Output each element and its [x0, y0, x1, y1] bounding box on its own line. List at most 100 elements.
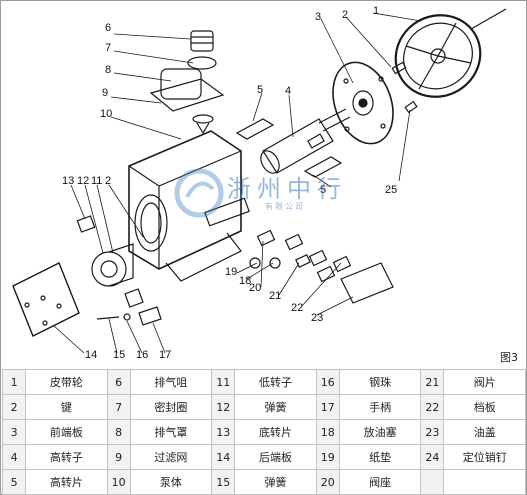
part-number-cell: 8	[106, 419, 131, 445]
part-name-cell: 底转片	[234, 419, 317, 445]
part-number-cell	[420, 469, 445, 495]
part-name-cell: 阀座	[338, 469, 422, 495]
leader-lines	[52, 12, 422, 354]
callout-10: 10	[100, 108, 112, 120]
part-number: 24	[425, 450, 440, 464]
exploded-view-svg: 1 2 3 4 5 6 7 8 9 10 11 12 13 2 14 15 16…	[12, 5, 507, 361]
part-name-cell: 纸垫	[338, 444, 422, 470]
callout-numbers: 1 2 3 4 5 6 7 8 9 10 11 12 13 2 14 15 16…	[62, 5, 397, 361]
part-name-cell	[443, 469, 526, 495]
callout-2: 2	[342, 9, 348, 21]
watermark-brand: 浙州中行	[227, 175, 347, 203]
part-name-cell: 键	[25, 394, 108, 420]
callout-20: 20	[249, 282, 261, 294]
part-number-cell: 4	[1, 444, 27, 470]
part-name: 定位销钉	[462, 451, 507, 464]
watermark: 浙州中行 有限公司	[173, 167, 363, 219]
valve-parts-drawing	[249, 229, 394, 304]
part-number-cell: 2	[1, 394, 27, 420]
part-number-cell: 17	[315, 394, 340, 420]
part-name: 高转子	[49, 451, 83, 464]
part-number-cell: 3	[1, 419, 27, 445]
high-rotor-drawing	[260, 108, 351, 174]
callout-18: 18	[239, 275, 251, 287]
part-name-cell: 油盖	[443, 419, 526, 445]
part-name: 油盖	[473, 426, 496, 439]
callout-14: 14	[85, 349, 97, 361]
part-number-cell: 9	[106, 444, 131, 470]
part-number: 3	[10, 425, 18, 439]
part-name-cell: 皮带轮	[25, 369, 108, 395]
part-number: 21	[425, 375, 440, 389]
part-number: 22	[425, 400, 440, 414]
part-name-cell: 钢珠	[338, 369, 422, 395]
callout-11: 11	[91, 175, 102, 187]
callout-22: 22	[291, 302, 303, 314]
part-number: 7	[115, 400, 123, 414]
callout-5: 5	[257, 84, 263, 96]
part-number-cell: 22	[420, 394, 445, 420]
part-number: 2	[10, 400, 18, 414]
part-number-cell: 15	[211, 469, 236, 495]
callout-8: 8	[105, 64, 111, 76]
part-number: 6	[115, 375, 123, 389]
part-number: 15	[216, 475, 231, 489]
low-rotor-drawing	[76, 215, 134, 287]
part-name-cell: 高转片	[25, 469, 108, 495]
part-name-cell: 前端板	[25, 419, 108, 445]
part-number-cell: 19	[315, 444, 340, 470]
part-number-cell: 20	[315, 469, 340, 495]
part-number-cell: 18	[315, 419, 340, 445]
callout-4: 4	[285, 85, 291, 97]
part-number-cell: 10	[106, 469, 131, 495]
part-name-cell: 档板	[443, 394, 526, 420]
part-name-cell: 泵体	[129, 469, 213, 495]
part-name: 弹簧	[264, 401, 287, 414]
callout-16: 16	[136, 349, 148, 361]
part-name-cell: 定位销钉	[443, 444, 526, 470]
part-number: 16	[320, 375, 335, 389]
watermark-logo-icon	[174, 168, 224, 218]
part-number-cell: 16	[315, 369, 340, 395]
part-name: 键	[60, 401, 72, 414]
part-number: 20	[320, 475, 335, 489]
part-name: 档板	[473, 401, 496, 414]
part-name-cell: 阀片	[443, 369, 526, 395]
part-number-cell: 13	[211, 419, 236, 445]
front-end-plate-drawing	[332, 61, 394, 145]
part-number: 23	[425, 425, 440, 439]
watermark-sub: 有限公司	[265, 202, 305, 211]
part-name-cell: 排气罩	[129, 419, 213, 445]
part-name-cell: 密封圈	[129, 394, 213, 420]
part-number-cell: 23	[420, 419, 445, 445]
part-name-cell: 低转子	[234, 369, 317, 395]
pulley-drawing	[394, 8, 507, 98]
pump-body-drawing	[128, 130, 250, 282]
callout-3: 3	[315, 11, 321, 23]
part-name: 放油塞	[363, 426, 397, 439]
part-name-cell: 过滤网	[129, 444, 213, 470]
part-number: 11	[216, 375, 231, 389]
callout-2b: 2	[105, 175, 111, 187]
callout-1: 1	[373, 5, 379, 17]
callout-21: 21	[269, 290, 281, 302]
part-name: 底转片	[259, 426, 292, 439]
part-number: 14	[216, 450, 231, 464]
part-number: 9	[115, 450, 123, 464]
part-number-cell: 11	[211, 369, 236, 395]
part-number-cell: 24	[420, 444, 445, 470]
part-name: 排气咀	[154, 376, 188, 389]
callout-7: 7	[105, 42, 111, 54]
part-number-cell: 1	[1, 369, 27, 395]
part-name: 泵体	[159, 476, 182, 489]
part-name: 钢珠	[369, 376, 392, 389]
callout-17: 17	[159, 349, 171, 361]
part-number: 18	[320, 425, 335, 439]
